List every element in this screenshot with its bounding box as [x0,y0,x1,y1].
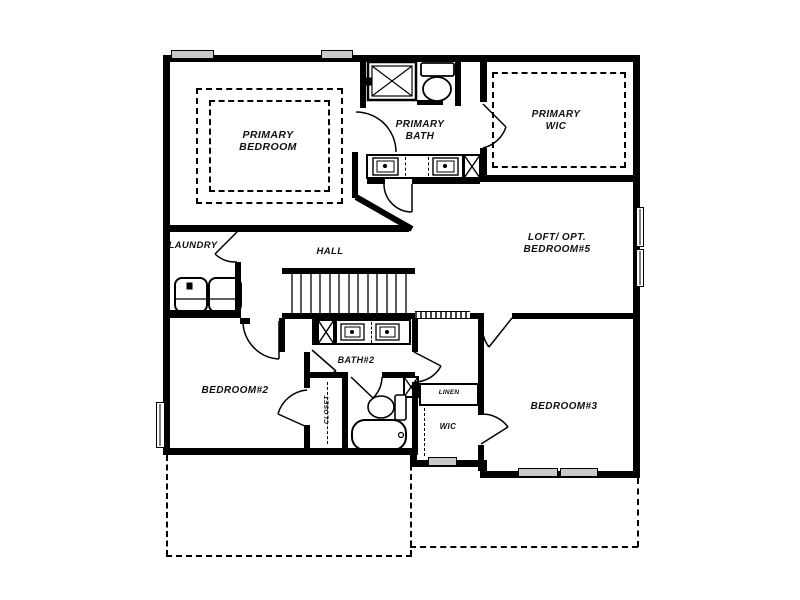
door-bath2-inner [350,376,383,399]
window [560,468,598,477]
linen-cabinet-icon [463,154,481,179]
double-vanity-icon [335,319,411,345]
room-label-closet: CLOSET [323,395,331,425]
wall-loft-south [512,313,633,319]
wall-exterior-top [163,55,640,62]
toilet-icon [420,62,455,102]
door-bedroom3 [481,317,513,348]
wall-vestibule-west-upper [412,318,418,352]
window [171,50,214,59]
room-label-hall: HALL [316,246,344,257]
shower-icon [364,60,418,102]
room-label-wic: WIC [439,422,457,431]
staircase-icon [291,274,407,313]
closet-x-icon [317,319,335,345]
wall-toilet-nook [417,100,443,105]
tray-ceiling-inner [209,100,330,192]
wall-bath2-north [382,372,415,378]
vanity-divider [371,322,372,343]
wall-wic-west-lower [480,148,487,182]
wall-stairs-north [282,268,415,274]
wall-toilet-nook [455,62,461,106]
door-bedroom2 [242,320,280,360]
dashed-outline [637,478,639,547]
dashed-outline [166,455,168,556]
room-label-bath2: BATH#2 [337,355,375,365]
wall-bath-south [412,178,480,184]
room-label-laundry: LAUNDRY [168,240,218,251]
door-vestibule [413,351,442,383]
room-label-bedroom3: BEDROOM#3 [530,401,598,412]
wall-exterior-bottom-left [163,448,417,455]
tray-ceiling-outer [196,88,343,204]
closet-rod [327,382,328,444]
wall-bedroom2-east-lower [304,425,310,448]
room-label-loft: LOFT/ OPT.BEDROOM#5 [523,232,591,255]
window [518,468,558,477]
wall-bath-south [367,178,385,184]
wall-stairs-south [282,313,415,319]
window [156,402,165,448]
wall-vestibule-west-lower [412,382,418,455]
dashed-outline [410,546,638,548]
wall-wic-west-upper [480,62,487,102]
window [321,50,353,59]
wall-step [410,448,417,467]
wall-loft-south [470,313,484,319]
door-wic [480,413,509,445]
wall-exterior-left [163,55,170,455]
wall-corridor-west [279,318,285,352]
dashed-outline [410,455,412,556]
wall-bedroom-south [163,225,409,232]
window [428,457,457,466]
bathtub-icon [351,419,407,451]
wall-hall-south [240,318,250,324]
room-label-bedroom2: BEDROOM#2 [201,385,269,396]
room-label-linen: LINEN [438,389,460,396]
wall-corridor-east [312,318,318,345]
railing [415,311,470,319]
wall-bedroom2-east-upper [304,352,310,388]
window [636,249,644,287]
dashed-outline [166,555,412,557]
washer-dryer-icon [174,277,242,313]
wall-bedroom3-west-upper [478,318,484,415]
toilet-icon [367,394,407,421]
wall-bedroom3-west-lower [478,445,484,471]
vanity-divider [405,157,406,176]
wall-closet-east [342,378,348,448]
wall-laundry-south [163,310,240,318]
wic-shelf [424,408,425,456]
wall-bath-west-upper [360,62,366,108]
vanity-divider [428,157,429,176]
double-vanity-icon [366,154,464,179]
window [636,207,644,247]
wall-wic-south [480,175,640,182]
door-bath-vestibule [383,183,413,213]
wall-bath-west-lower [352,152,358,198]
